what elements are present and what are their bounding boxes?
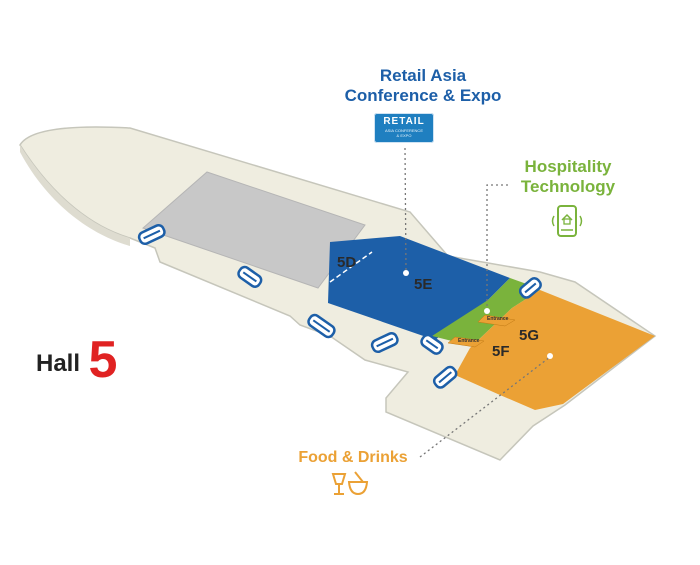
hall-number: 5 — [88, 331, 118, 389]
food-drinks-title: Food & Drinks — [298, 449, 408, 466]
retail-asia-logo: RETAIL ASIA CONFERENCE & EXPO — [374, 113, 434, 143]
escalator-icon — [307, 313, 336, 339]
hall-word: Hall — [36, 350, 81, 377]
escalator-icon — [137, 223, 166, 246]
grey-hall-area — [142, 171, 366, 289]
entrance-marker-1 — [477, 314, 516, 327]
entrance-label-1: Entrance — [487, 316, 509, 322]
retail-title-line1: Retail Asia — [379, 66, 467, 85]
building-wall — [20, 145, 130, 246]
hall-5g-label: 5G — [519, 327, 540, 344]
food-leader-line — [419, 356, 551, 458]
entrance-label-2: Entrance — [458, 338, 480, 344]
hall-5d-divider — [329, 251, 373, 283]
hospitality-title-line2: Technology — [520, 177, 616, 197]
hall-5f-label: 5F — [492, 343, 510, 360]
hospitality-technology-title: Hospitality Technology — [503, 157, 633, 198]
logo-main-text: RETAIL — [383, 116, 425, 127]
entrance-marker-2 — [447, 336, 485, 348]
escalator-icon — [518, 277, 542, 299]
phone-home-icon — [551, 205, 583, 237]
food-drink-icon — [331, 471, 369, 496]
escalator-icon — [420, 333, 444, 355]
retail-asia-title: Retail Asia Conference & Expo — [318, 66, 528, 107]
hall-5e-label: 5E — [414, 276, 433, 293]
retail-leader-line — [404, 147, 407, 273]
escalator-icon — [237, 265, 263, 288]
hospitality-title-line1: Hospitality — [524, 157, 612, 176]
logo-sub-text: ASIA CONFERENCE & EXPO — [384, 128, 423, 138]
retail-pin — [403, 270, 409, 276]
hall-5d-label: 5D — [337, 254, 357, 271]
retail-title-line2: Conference & Expo — [344, 86, 502, 106]
hospitality-leader-line — [486, 184, 508, 310]
hospitality-pin — [484, 308, 490, 314]
escalator-icon — [370, 331, 399, 354]
escalator-icon — [432, 365, 458, 389]
hall-5d-5e-area — [328, 236, 510, 340]
hall-title: Hall 5 — [36, 330, 117, 390]
food-pin — [547, 353, 553, 359]
